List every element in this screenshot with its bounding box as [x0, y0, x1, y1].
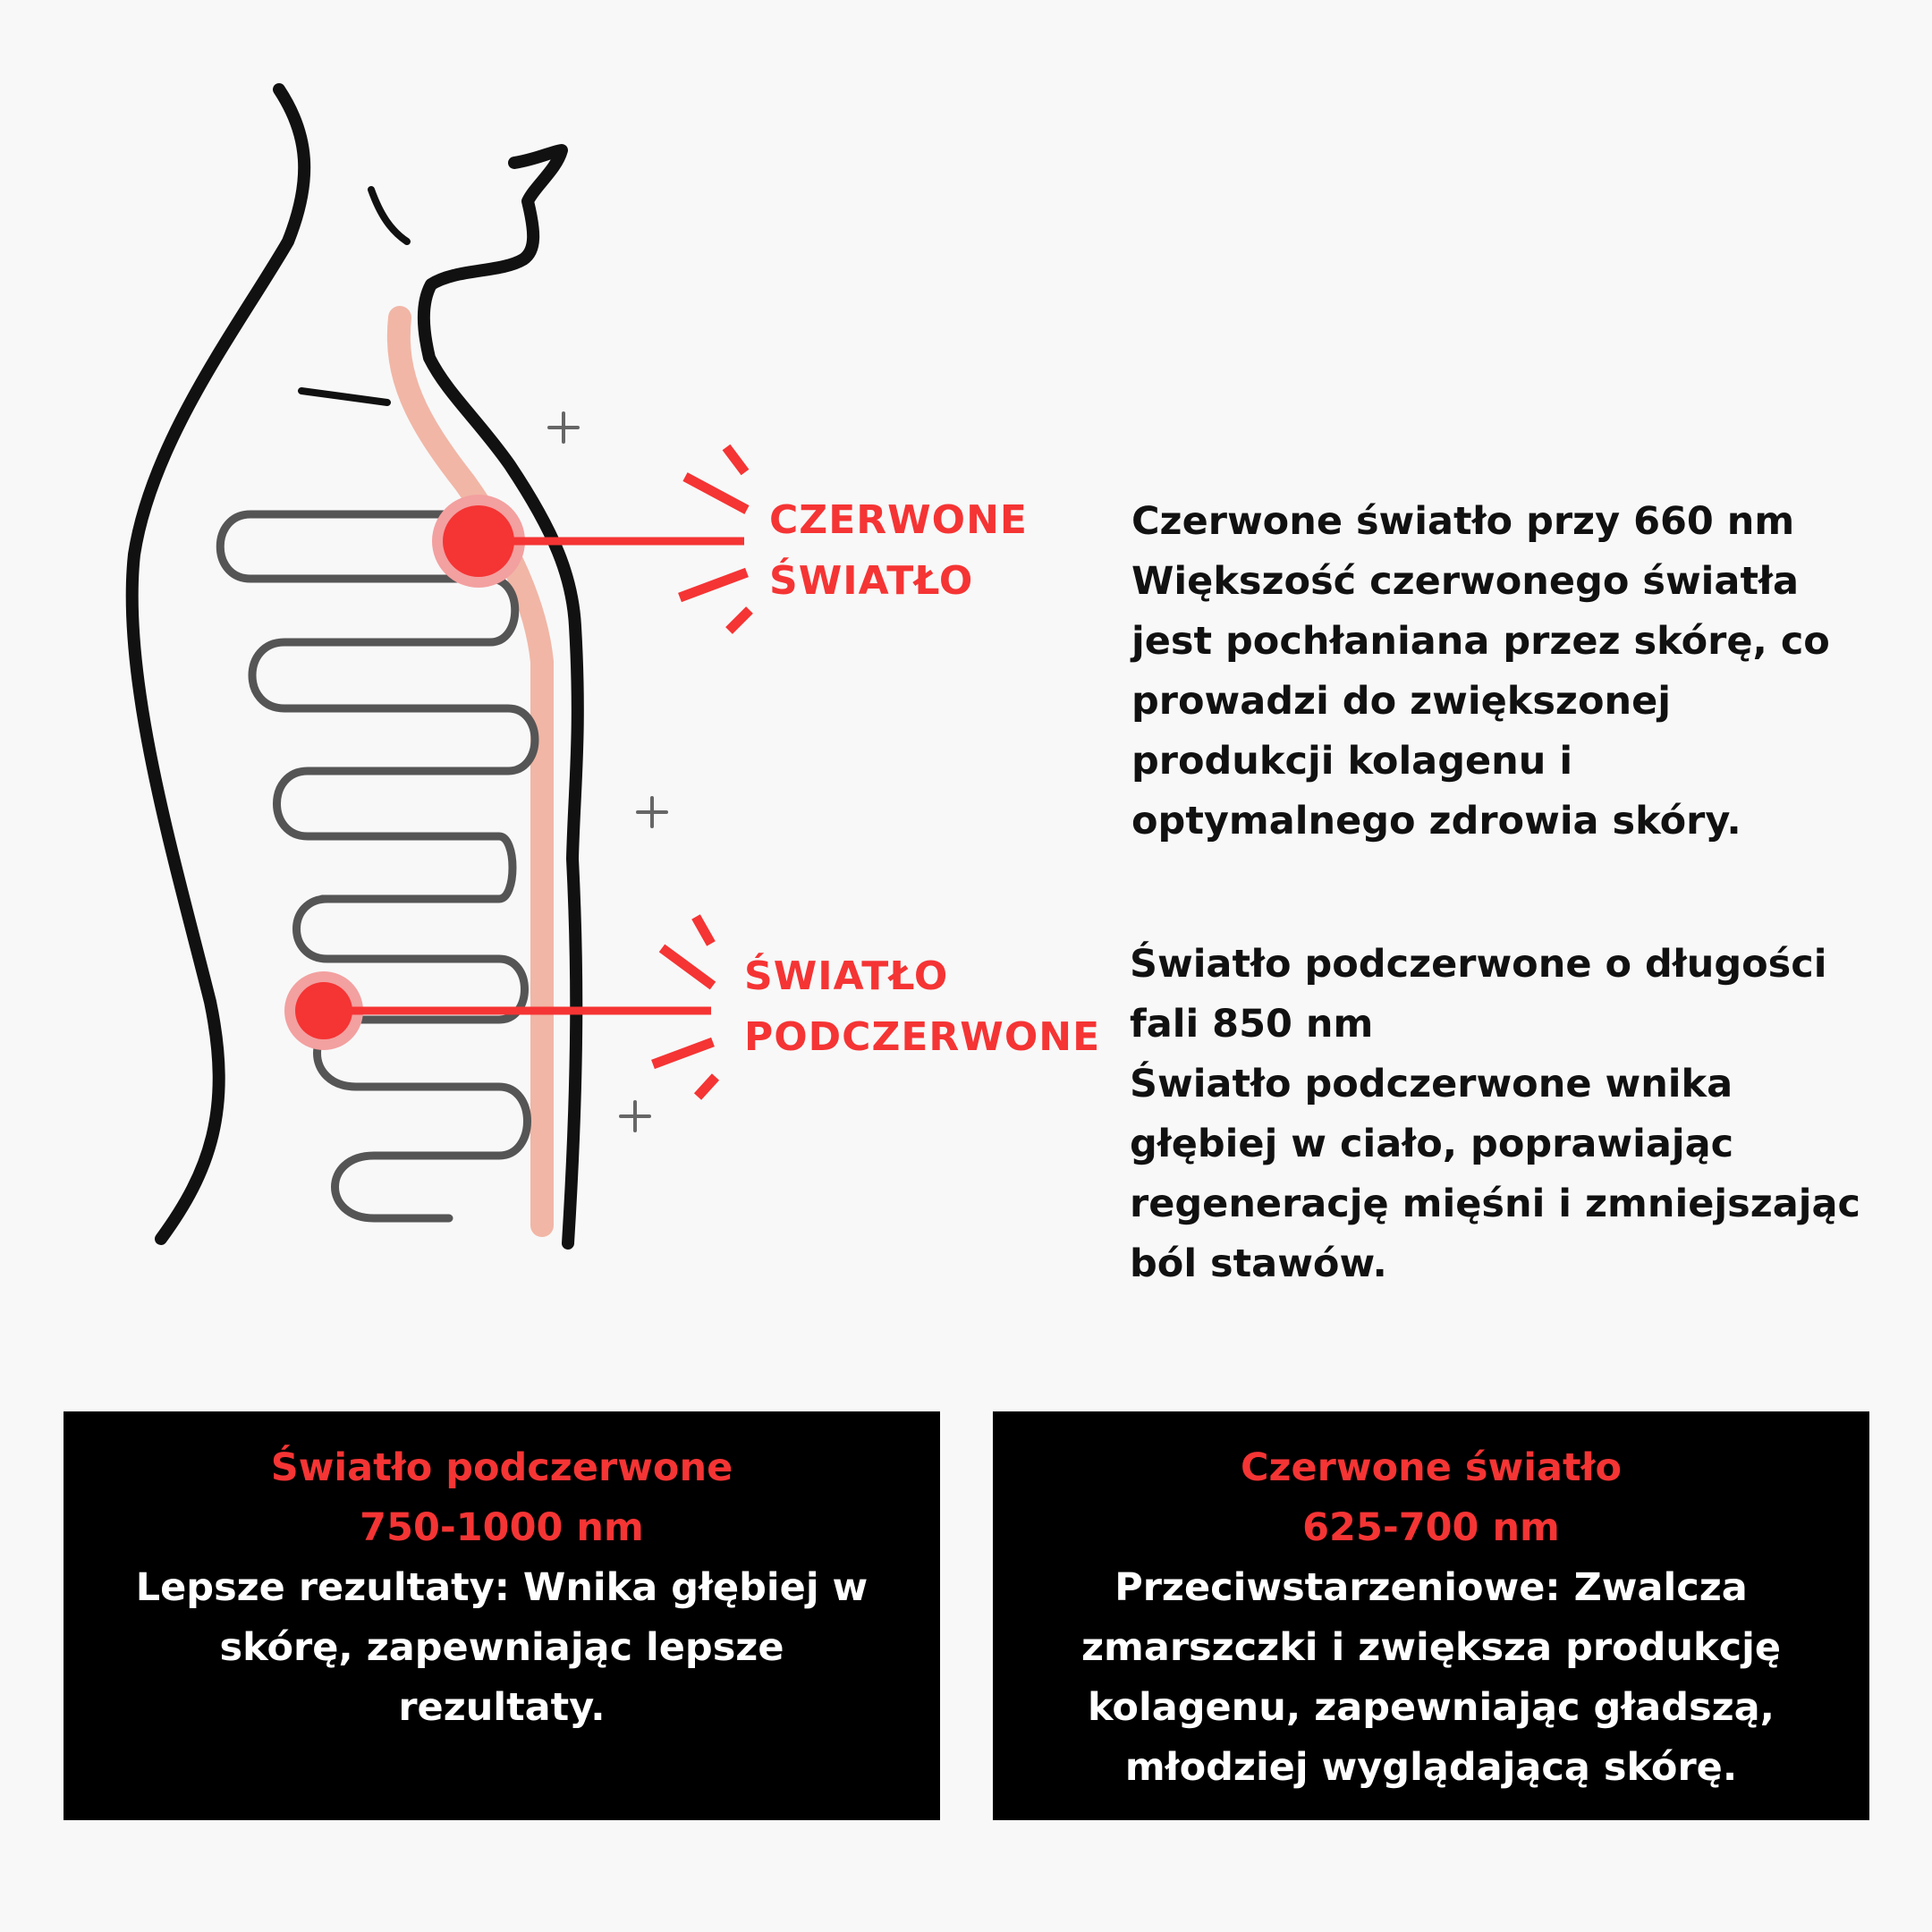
plus-icon	[547, 411, 580, 444]
ear-curve	[368, 186, 411, 245]
infrared-box-title: Światło podczerwone	[270, 1445, 733, 1490]
red-box-body-line: młodziej wyglądającą skórę.	[1124, 1745, 1738, 1790]
infrared-box-body-line: skórę, zapewniając lepsze	[219, 1625, 784, 1670]
red-box-body-line: kolagenu, zapewniając gładszą,	[1087, 1685, 1775, 1730]
infrared-light-label-line2: PODCZERWONE	[744, 1014, 1101, 1060]
plus-icon	[619, 1100, 651, 1132]
desc-line: Światło podczerwone wnika	[1130, 1062, 1733, 1106]
desc-line: Czerwone światło przy 660 nm	[1131, 499, 1795, 544]
red-light-description: Czerwone światło przy 660 nm Większość c…	[1131, 492, 1830, 852]
desc-line: produkcji kolagenu i	[1131, 739, 1573, 784]
infrared-info-box: Światło podczerwone 750-1000 nm Lepsze r…	[64, 1411, 940, 1820]
tissue-meander	[216, 510, 539, 1223]
infrared-light-label-line1: ŚWIATŁO	[744, 953, 949, 999]
red-info-box: Czerwone światło 625-700 nm Przeciwstarz…	[993, 1411, 1869, 1820]
body-back-outline	[125, 83, 311, 1245]
infrared-light-label: ŚWIATŁO PODCZERWONE	[744, 946, 1100, 1068]
red-light-label-line2: ŚWIATŁO	[769, 558, 974, 604]
infrared-light-description: Światło podczerwone o długości fali 850 …	[1130, 935, 1860, 1294]
desc-line: prowadzi do zwiększonej	[1131, 679, 1672, 724]
red-box-body-line: zmarszczki i zwiększa produkcję	[1081, 1625, 1781, 1670]
infrared-box-body-line: Lepsze rezultaty: Wnika głębiej w	[135, 1565, 869, 1610]
body-front-outline	[417, 144, 584, 1250]
plus-icon	[636, 796, 668, 828]
infrared-box-body-line: rezultaty.	[398, 1685, 606, 1730]
skin-layer	[386, 306, 554, 1237]
desc-line: Większość czerwonego światła	[1131, 559, 1799, 604]
desc-line: optymalnego zdrowia skóry.	[1131, 799, 1741, 843]
collar-line	[298, 387, 391, 406]
desc-line: głębiej w ciało, poprawiając	[1130, 1122, 1734, 1166]
infrared-light-beam	[284, 914, 720, 1100]
red-box-range: 625-700 nm	[1302, 1505, 1560, 1550]
body-cross-section-illustration	[125, 83, 753, 1250]
red-light-beam	[432, 444, 753, 634]
desc-line: Światło podczerwone o długości	[1130, 942, 1827, 987]
red-box-title: Czerwone światło	[1240, 1445, 1623, 1490]
desc-line: ból stawów.	[1130, 1241, 1387, 1286]
desc-line: regenerację mięśni i zmniejszając	[1130, 1182, 1860, 1226]
red-box-body-line: Przeciwstarzeniowe: Zwalcza	[1114, 1565, 1748, 1610]
red-light-label-line1: CZERWONE	[769, 497, 1028, 543]
desc-line: fali 850 nm	[1130, 1002, 1374, 1046]
red-light-label: CZERWONE ŚWIATŁO	[769, 490, 1028, 612]
plus-sign-icons	[547, 411, 668, 1132]
infrared-box-range: 750-1000 nm	[360, 1505, 644, 1550]
desc-line: jest pochłaniana przez skórę, co	[1131, 619, 1830, 664]
